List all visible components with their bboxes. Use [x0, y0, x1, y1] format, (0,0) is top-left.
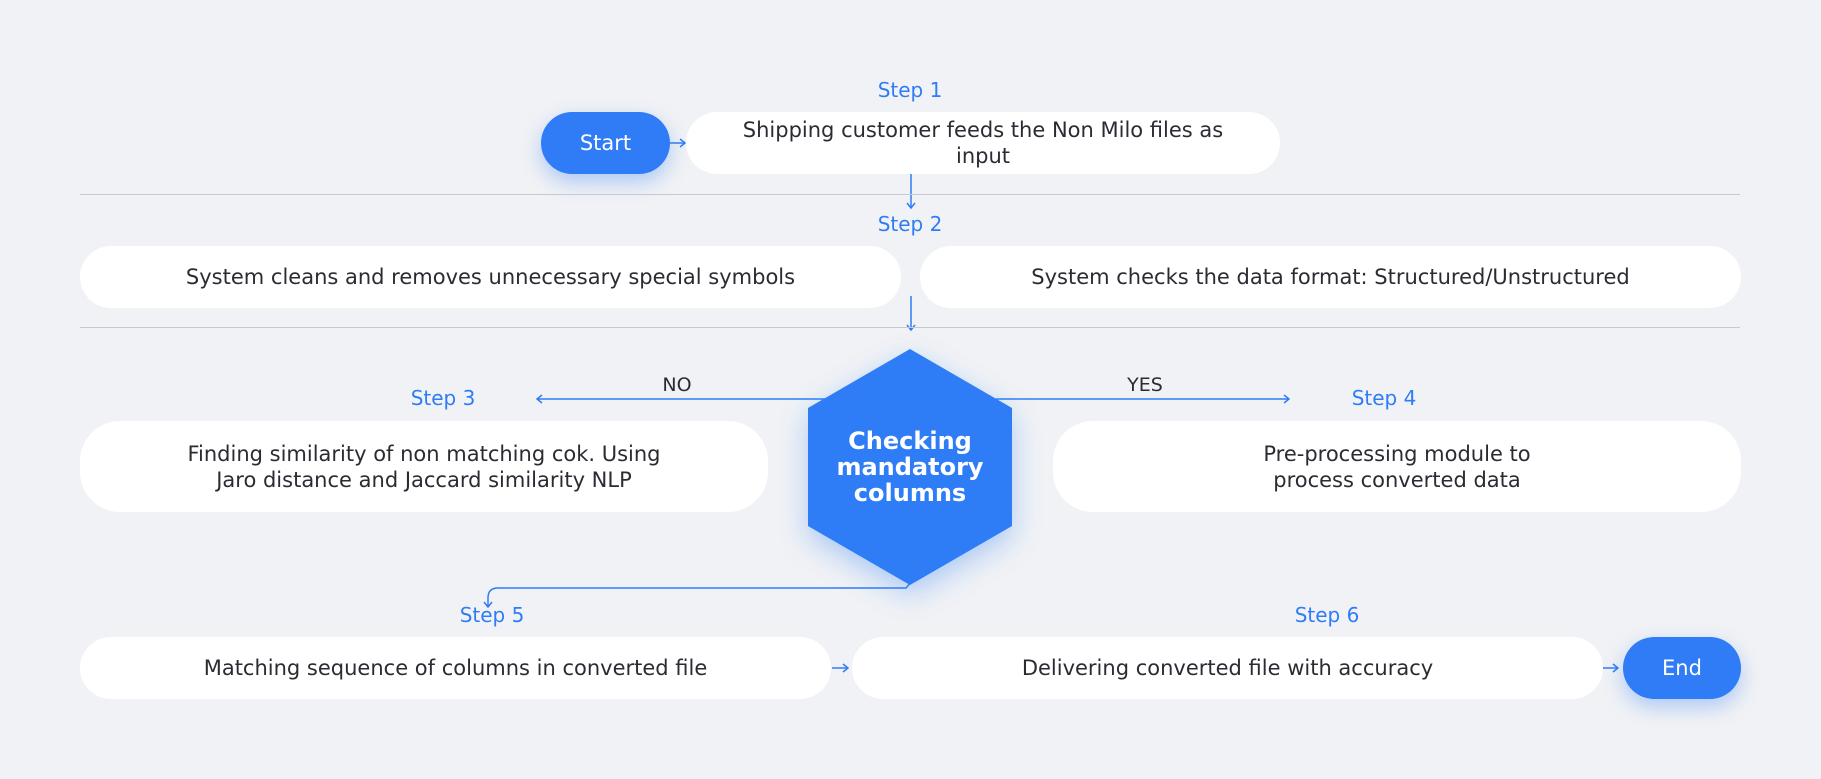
step-5-label: Step 5 [459, 603, 525, 627]
arrow-decision-to-step5 [487, 581, 912, 606]
step-1-label: Step 1 [877, 78, 943, 102]
step-3-label: Step 3 [410, 386, 476, 410]
start-node: Start [541, 112, 670, 174]
step-2-format-box: System checks the data format: Structure… [920, 246, 1741, 308]
step-4-box: Pre-processing module to process convert… [1053, 421, 1741, 512]
step-2-label: Step 2 [877, 212, 943, 236]
step-5-box: Matching sequence of columns in converte… [80, 637, 831, 699]
arrowhead [483, 601, 493, 609]
arrowhead [679, 138, 687, 148]
end-node: End [1623, 637, 1741, 699]
step-3-box: Finding similarity of non matching cok. … [80, 421, 768, 512]
decision-label: Checking mandatory columns [836, 427, 984, 507]
branch-yes-label: YES [1127, 374, 1163, 396]
step-4-label: Step 4 [1351, 386, 1417, 410]
arrowhead [906, 202, 916, 210]
section-divider [80, 194, 1740, 195]
arrowhead [906, 324, 916, 332]
step-6-label: Step 6 [1294, 603, 1360, 627]
decision-hexagon [808, 349, 1012, 585]
branch-no-label: NO [662, 374, 692, 396]
arrowhead [842, 663, 850, 673]
arrowhead [1283, 394, 1291, 404]
step-1-box: Shipping customer feeds the Non Milo fil… [686, 112, 1280, 174]
arrowhead [535, 394, 543, 404]
step-6-box: Delivering converted file with accuracy [852, 637, 1603, 699]
step-2-clean-box: System cleans and removes unnecessary sp… [80, 246, 901, 308]
section-divider [80, 327, 1740, 328]
arrowhead [1612, 663, 1620, 673]
